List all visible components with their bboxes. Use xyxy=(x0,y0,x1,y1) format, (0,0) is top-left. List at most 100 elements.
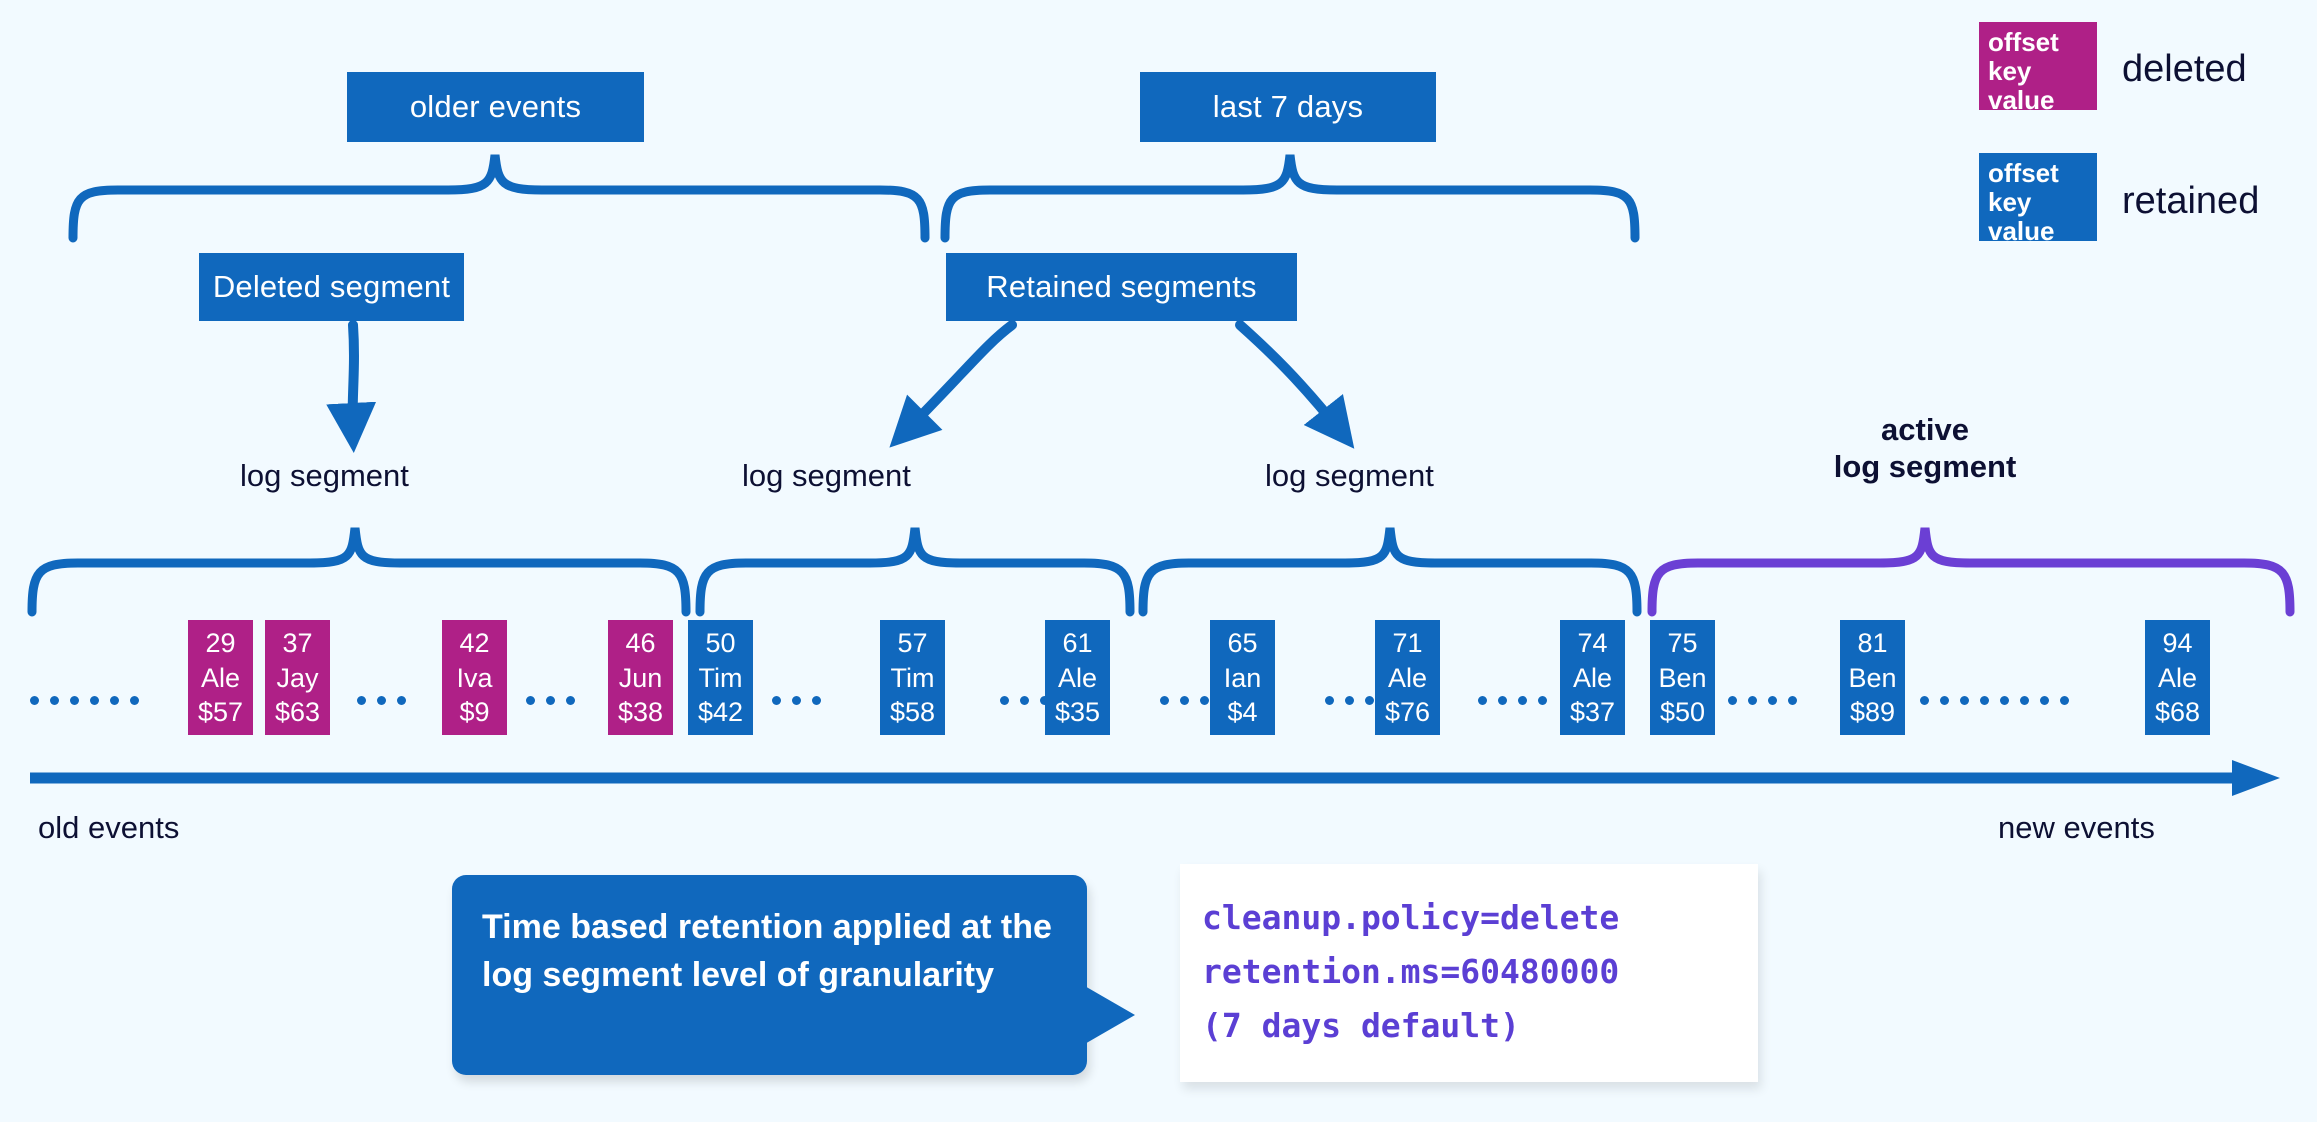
record-key: Ben xyxy=(1658,662,1707,693)
record-card[interactable]: 50 Tim $42 xyxy=(688,620,753,735)
callout-bubble: Time based retention applied at the log … xyxy=(452,875,1087,1075)
record-key: Ale xyxy=(1572,662,1613,693)
record-key: Ale xyxy=(2157,662,2198,693)
code-line-cleanup-policy: cleanup.policy=delete xyxy=(1202,898,1620,937)
legend-swatch-retained: offset key value xyxy=(1979,153,2097,246)
config-code-card: cleanup.policy=delete retention.ms=60480… xyxy=(1180,864,1758,1082)
record-offset: 29 xyxy=(205,628,236,659)
brace-active-log-segment xyxy=(1647,527,2295,617)
ellipsis-run xyxy=(30,695,139,705)
legend-value-text: value xyxy=(1988,216,2055,247)
record-value: $9 xyxy=(459,697,490,728)
arrow-retained-segment-left xyxy=(889,320,1017,448)
log-segment-text-1: log segment xyxy=(240,458,409,493)
legend-value-text: value xyxy=(1988,85,2055,116)
log-segment-label-2: log segment xyxy=(742,458,911,494)
record-value: $76 xyxy=(1384,697,1431,728)
ellipsis-run xyxy=(526,695,575,705)
record-card[interactable]: 42 Iva $9 xyxy=(442,620,507,735)
record-offset: 65 xyxy=(1227,628,1258,659)
record-value: $57 xyxy=(197,697,244,728)
record-offset: 81 xyxy=(1857,628,1888,659)
label-last-7-days: last 7 days xyxy=(1140,72,1436,142)
record-card[interactable]: 61 Ale $35 xyxy=(1045,620,1110,735)
ellipsis-run xyxy=(1160,695,1209,705)
record-value: $89 xyxy=(1849,697,1896,728)
record-key: Ale xyxy=(1387,662,1428,693)
box-retained-segments: Retained segments xyxy=(946,253,1297,321)
record-value: $37 xyxy=(1569,697,1616,728)
ellipsis-run xyxy=(1325,695,1374,705)
record-value: $58 xyxy=(889,697,936,728)
callout-tail xyxy=(1083,985,1135,1045)
legend-offset-text: offset xyxy=(1988,158,2059,188)
ellipsis-run xyxy=(1000,695,1049,705)
log-segment-text-3: log segment xyxy=(1265,458,1434,493)
log-segment-text-2: log segment xyxy=(742,458,911,493)
older-events-text: older events xyxy=(409,89,582,124)
legend-caption-retained: retained xyxy=(2122,180,2259,223)
ellipsis-run xyxy=(357,695,406,705)
legend-caption-deleted: deleted xyxy=(2122,48,2247,91)
ellipsis-run xyxy=(1920,695,2069,705)
record-card[interactable]: 46 Jun $38 xyxy=(608,620,673,735)
record-offset: 57 xyxy=(897,628,928,659)
record-offset: 74 xyxy=(1577,628,1608,659)
record-key: Jay xyxy=(276,662,319,693)
code-line-default-note: (7 days default) xyxy=(1202,1005,1520,1045)
box-deleted-segment: Deleted segment xyxy=(199,253,464,321)
callout-text: Time based retention applied at the log … xyxy=(482,908,1052,995)
record-offset: 71 xyxy=(1392,628,1423,659)
record-offset: 42 xyxy=(459,628,490,659)
active-text: active xyxy=(1881,412,1969,447)
record-key: Ian xyxy=(1223,662,1262,693)
log-segment-label-1: log segment xyxy=(240,458,409,494)
arrow-retained-segment-right xyxy=(1235,320,1355,449)
retained-caption-text: retained xyxy=(2122,180,2260,222)
brace-log-segment-3 xyxy=(1138,527,1642,617)
record-card[interactable]: 74 Ale $37 xyxy=(1560,620,1625,735)
last-7-days-text: last 7 days xyxy=(1212,89,1364,124)
record-card[interactable]: 71 Ale $76 xyxy=(1375,620,1440,735)
record-offset: 94 xyxy=(2162,628,2193,659)
axis-label-new-events: new events xyxy=(1998,810,2155,846)
record-key: Ben xyxy=(1848,662,1897,693)
legend-key-text: key xyxy=(1988,56,2032,87)
record-key: Tim xyxy=(890,662,935,693)
record-value: $50 xyxy=(1659,697,1706,728)
legend-swatch-deleted: offset key value xyxy=(1979,22,2097,115)
deleted-segment-text: Deleted segment xyxy=(212,269,451,304)
ellipsis-run xyxy=(772,695,821,705)
record-card[interactable]: 29 Ale $57 xyxy=(188,620,253,735)
record-key: Ale xyxy=(1057,662,1098,693)
timeline-arrowhead xyxy=(2232,760,2280,796)
record-card[interactable]: 81 Ben $89 xyxy=(1840,620,1905,735)
record-value: $38 xyxy=(617,697,664,728)
record-key: Tim xyxy=(698,662,743,693)
record-value: $35 xyxy=(1054,697,1101,728)
record-key: Jun xyxy=(618,662,663,693)
log-segment-label-3: log segment xyxy=(1265,458,1434,494)
active-log-segment-text: log segment xyxy=(1833,448,2017,484)
legend-offset-text: offset xyxy=(1988,27,2059,57)
old-events-text: old events xyxy=(38,810,180,845)
axis-label-old-events: old events xyxy=(38,810,179,846)
code-line-retention-ms: retention.ms=60480000 xyxy=(1202,951,1620,991)
record-card[interactable]: 65 Ian $4 xyxy=(1210,620,1275,735)
record-offset: 75 xyxy=(1667,628,1698,659)
active-log-segment-label: active log segment xyxy=(1760,412,2090,485)
ellipsis-run xyxy=(1728,695,1797,705)
brace-older-events xyxy=(68,154,930,243)
record-offset: 37 xyxy=(282,628,313,659)
record-card[interactable]: 75 Ben $50 xyxy=(1650,620,1715,735)
record-card[interactable]: 37 Jay $63 xyxy=(265,620,330,735)
record-value: $42 xyxy=(697,697,744,728)
record-card[interactable]: 57 Tim $58 xyxy=(880,620,945,735)
record-value: $4 xyxy=(1227,697,1258,728)
record-card[interactable]: 94 Ale $68 xyxy=(2145,620,2210,735)
legend-key-text: key xyxy=(1988,187,2032,218)
deleted-caption-text: deleted xyxy=(2122,48,2247,90)
record-value: $63 xyxy=(274,697,321,728)
brace-log-segment-2 xyxy=(695,527,1135,617)
